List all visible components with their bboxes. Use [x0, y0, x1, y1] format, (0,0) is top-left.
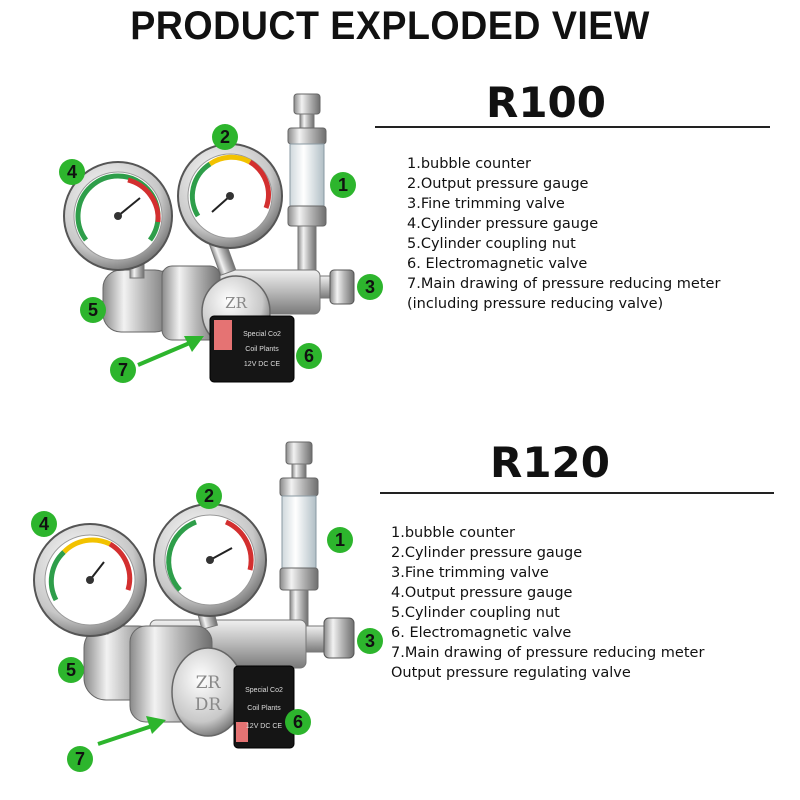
knob-logo: ZR	[225, 294, 247, 312]
callout-badge-1: 1	[330, 172, 356, 198]
feature-item: 2.Output pressure gauge	[407, 176, 589, 192]
solenoid-label: 12V DC CE	[244, 361, 281, 368]
electromagnetic-valve: Special Co2 Coil Plants 12V DC CE	[233, 665, 295, 749]
output-pressure-gauge	[33, 523, 147, 637]
feature-item: 2.Cylinder pressure gauge	[391, 545, 583, 561]
callout-badge-4: 4	[31, 511, 57, 537]
callout-badge-2: 2	[196, 483, 222, 509]
feature-item: 4.Output pressure gauge	[391, 585, 573, 601]
feature-list-r120: 1.bubble counter 2.Cylinder pressure gau…	[391, 523, 704, 683]
callout-badge-5: 5	[80, 297, 106, 323]
cylinder-pressure-gauge	[63, 161, 173, 271]
feature-item: 7.Main drawing of pressure reducing mete…	[407, 276, 721, 292]
feature-item: 5.Cylinder coupling nut	[391, 605, 560, 621]
callout-badge-3: 3	[357, 628, 383, 654]
divider-r100	[375, 126, 770, 128]
regulator-illustration-r120: ZR DR Special Co2 Coil Plants 12V DC CE	[33, 441, 355, 749]
feature-item: 1.bubble counter	[391, 525, 515, 541]
callout-badge-3: 3	[357, 274, 383, 300]
bubble-counter	[279, 441, 319, 647]
callout-badge-6: 6	[285, 709, 311, 735]
solenoid-label: Special Co2	[245, 687, 283, 694]
feature-item: 4.Cylinder pressure gauge	[407, 216, 599, 232]
cylinder-pressure-gauge	[153, 503, 267, 617]
callout-arrow-7	[97, 716, 166, 746]
electromagnetic-valve: Special Co2 Coil Plants 12V DC CE	[209, 315, 295, 383]
divider-r120	[380, 492, 774, 494]
solenoid-label: 12V DC CE	[246, 723, 283, 730]
callout-arrow-7	[137, 336, 204, 367]
feature-item: 1.bubble counter	[407, 156, 531, 172]
callout-badge-5: 5	[58, 657, 84, 683]
callout-badge-4: 4	[59, 159, 85, 185]
feature-item: (including pressure reducing valve)	[407, 296, 664, 312]
feature-item: 6. Electromagnetic valve	[391, 625, 572, 641]
solenoid-label: Special Co2	[243, 331, 281, 338]
knob-logo: ZR	[196, 673, 222, 693]
callout-badge-2: 2	[212, 124, 238, 150]
model-title-r100: R100	[485, 78, 606, 127]
knob-logo: DR	[195, 695, 223, 715]
feature-list-r100: 1.bubble counter 2.Output pressure gauge…	[407, 154, 720, 314]
bubble-counter	[287, 93, 327, 287]
pressure-regulating-knob: ZR DR	[129, 625, 245, 737]
output-pressure-gauge	[177, 143, 283, 249]
feature-item: 3.Fine trimming valve	[391, 565, 549, 581]
callout-badge-7: 7	[110, 357, 136, 383]
feature-item: Output pressure regulating valve	[391, 665, 631, 681]
model-title-r120: R120	[489, 438, 610, 487]
feature-item: 6. Electromagnetic valve	[407, 256, 588, 272]
regulator-illustration-r100: ZR DR Special Co2 Coil Plants 12V DC CE	[63, 93, 355, 383]
callout-badge-1: 1	[327, 527, 353, 553]
feature-item: 3.Fine trimming valve	[407, 196, 565, 212]
solenoid-label: Coil Plants	[247, 705, 281, 712]
solenoid-label: Coil Plants	[245, 346, 279, 353]
callout-badge-7: 7	[67, 746, 93, 772]
feature-item: 7.Main drawing of pressure reducing mete…	[391, 645, 705, 661]
callout-badge-6: 6	[296, 343, 322, 369]
page-title: PRODUCT EXPLODED VIEW	[130, 4, 650, 48]
feature-item: 5.Cylinder coupling nut	[407, 236, 576, 252]
